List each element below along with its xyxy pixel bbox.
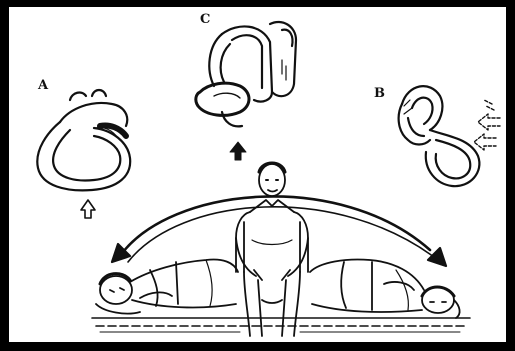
solid-up-arrow-icon	[230, 142, 246, 160]
label-c: C	[200, 12, 210, 27]
reclining-patient-left	[96, 260, 238, 314]
label-b: B	[374, 86, 385, 101]
exam-table	[92, 318, 470, 332]
rotation-arc-arrow	[112, 196, 446, 266]
reclining-patient-right	[310, 260, 460, 319]
canal-diagram-c	[196, 22, 296, 126]
canal-diagram-a	[37, 90, 130, 190]
hollow-up-arrow-icon	[81, 200, 95, 218]
label-a: A	[38, 78, 48, 93]
seated-patient	[236, 163, 308, 336]
hollow-left-arrows-icon	[474, 100, 500, 150]
canal-diagram-b	[399, 86, 480, 186]
